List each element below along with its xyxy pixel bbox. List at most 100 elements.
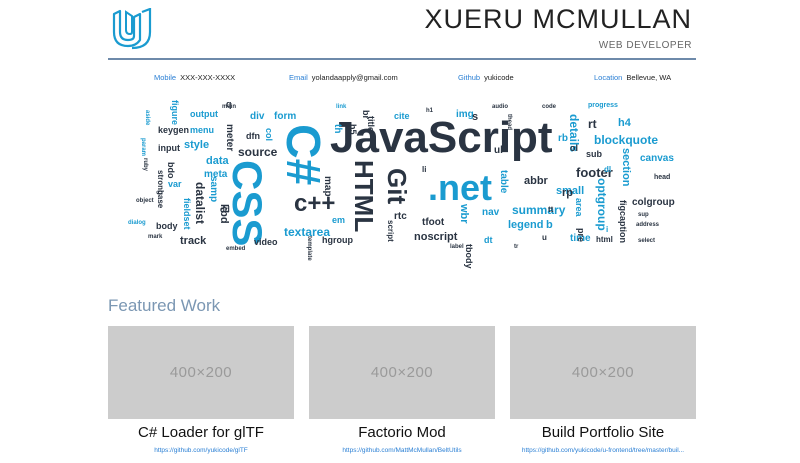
cloud-word: nav bbox=[482, 207, 500, 218]
project-card[interactable]: 400×200 C# Loader for glTF https://githu… bbox=[108, 326, 294, 454]
cloud-word: th bbox=[332, 124, 343, 134]
cloud-word: fieldset bbox=[182, 198, 192, 230]
cloud-word: colgroup bbox=[632, 197, 675, 208]
contact-value: XXX-XXX-XXXX bbox=[180, 73, 236, 82]
cloud-word: em bbox=[332, 215, 346, 225]
contact-label: Mobile bbox=[154, 73, 177, 82]
cloud-word: pre bbox=[576, 228, 586, 243]
header-divider bbox=[108, 58, 696, 60]
cloud-word: area bbox=[574, 198, 584, 217]
cloud-word: main bbox=[222, 104, 237, 110]
contact-label: Email bbox=[289, 73, 308, 82]
cloud-word: noscript bbox=[414, 231, 458, 243]
cloud-word: footer bbox=[576, 165, 613, 180]
cloud-word: li bbox=[422, 165, 427, 174]
cloud-word: HTML bbox=[349, 160, 379, 233]
contact-label: Location bbox=[594, 73, 623, 82]
cloud-word: object bbox=[136, 198, 154, 204]
cloud-word: rt bbox=[588, 117, 597, 131]
cloud-word: tbody bbox=[464, 244, 474, 269]
cloud-word: table bbox=[498, 170, 509, 194]
cloud-word: JavaScript bbox=[330, 113, 553, 162]
cloud-word: param bbox=[140, 138, 146, 157]
cloud-word: blockquote bbox=[594, 133, 659, 147]
cloud-word: tr bbox=[514, 244, 519, 250]
cloud-word: input bbox=[158, 143, 180, 153]
cloud-word: rb bbox=[558, 133, 568, 144]
project-link[interactable]: https://github.com/yukicode/glTF bbox=[154, 447, 248, 454]
cloud-word: img bbox=[456, 109, 474, 120]
contact-value[interactable]: yukicode bbox=[484, 73, 514, 82]
cloud-word: CSS bbox=[224, 160, 271, 247]
cloud-word: rp bbox=[562, 187, 573, 199]
cloud-word: C# bbox=[276, 124, 329, 186]
cloud-word: base bbox=[156, 190, 165, 209]
cloud-word: Git bbox=[382, 168, 412, 205]
cloud-word: ruby bbox=[142, 158, 148, 172]
contact-value[interactable]: yolandaapply@gmail.com bbox=[311, 73, 398, 82]
cloud-word: ol bbox=[570, 143, 578, 153]
cloud-word: optgroup bbox=[595, 178, 609, 231]
cloud-word: dfn bbox=[246, 131, 260, 141]
project-thumbnail[interactable]: 400×200 bbox=[309, 326, 495, 419]
cloud-word: dialog bbox=[128, 220, 146, 226]
cloud-word: h4 bbox=[618, 117, 631, 129]
cloud-word: track bbox=[180, 235, 207, 247]
cloud-word: legend bbox=[508, 219, 544, 231]
cloud-word: html bbox=[596, 235, 613, 244]
cloud-word: keygen bbox=[158, 125, 190, 135]
cloud-word: div bbox=[250, 111, 265, 122]
cloud-word: script bbox=[386, 220, 395, 242]
project-card[interactable]: 400×200 Factorio Mod https://github.com/… bbox=[309, 326, 495, 454]
cloud-word: h5 bbox=[348, 124, 358, 135]
project-card[interactable]: 400×200 Build Portfolio Site https://git… bbox=[510, 326, 696, 454]
cloud-word: section bbox=[620, 148, 632, 187]
cloud-word: aside bbox=[144, 110, 150, 126]
cloud-word: dt bbox=[484, 235, 493, 245]
featured-work-heading: Featured Work bbox=[108, 296, 221, 315]
cloud-word: figure bbox=[170, 100, 180, 126]
cloud-word: wbr bbox=[458, 204, 470, 224]
cloud-word: col bbox=[264, 128, 274, 142]
cloud-word: textarea bbox=[284, 225, 331, 239]
cloud-word: s bbox=[472, 111, 479, 123]
cloud-word: i bbox=[606, 225, 609, 234]
cloud-word: template bbox=[306, 236, 312, 261]
cloud-word: address bbox=[636, 222, 660, 228]
cloud-word: thead bbox=[506, 114, 512, 131]
contact-value: Bellevue, WA bbox=[626, 73, 672, 82]
cloud-word: c++ bbox=[294, 190, 336, 217]
project-link[interactable]: https://github.com/MattMcMullan/BeltUtil… bbox=[342, 447, 462, 454]
cloud-word: bdo bbox=[166, 162, 176, 179]
contact-label: Github bbox=[458, 73, 481, 82]
cloud-word: dl bbox=[604, 165, 612, 174]
cloud-word: output bbox=[190, 109, 218, 119]
cloud-word: link bbox=[336, 104, 347, 110]
cloud-word: label bbox=[450, 244, 464, 250]
cloud-word: tfoot bbox=[422, 217, 445, 228]
cloud-word: .net bbox=[428, 167, 493, 208]
project-title: Factorio Mod bbox=[358, 424, 446, 441]
cloud-word: ul bbox=[494, 145, 503, 156]
cloud-word: figcaption bbox=[618, 200, 628, 243]
project-thumbnail[interactable]: 400×200 bbox=[510, 326, 696, 419]
udacity-logo-icon[interactable] bbox=[110, 8, 154, 50]
cloud-word: meta bbox=[204, 169, 228, 180]
cloud-word: form bbox=[274, 111, 297, 122]
cloud-word: menu bbox=[190, 125, 215, 135]
cloud-word: data bbox=[206, 155, 229, 167]
cloud-word: source bbox=[238, 145, 278, 159]
project-thumbnail[interactable]: 400×200 bbox=[108, 326, 294, 419]
page-title: XUERU MCMULLAN bbox=[424, 4, 692, 34]
cloud-word: canvas bbox=[640, 153, 674, 164]
cloud-word: cite bbox=[394, 111, 410, 121]
project-title: C# Loader for glTF bbox=[138, 424, 264, 441]
cloud-word: progress bbox=[588, 102, 618, 109]
cloud-word: rtc bbox=[394, 211, 407, 222]
cloud-word: map bbox=[322, 176, 333, 197]
cloud-word: datalist bbox=[193, 182, 207, 225]
project-link[interactable]: https://github.com/yukicode/u-frontend/t… bbox=[521, 447, 685, 454]
